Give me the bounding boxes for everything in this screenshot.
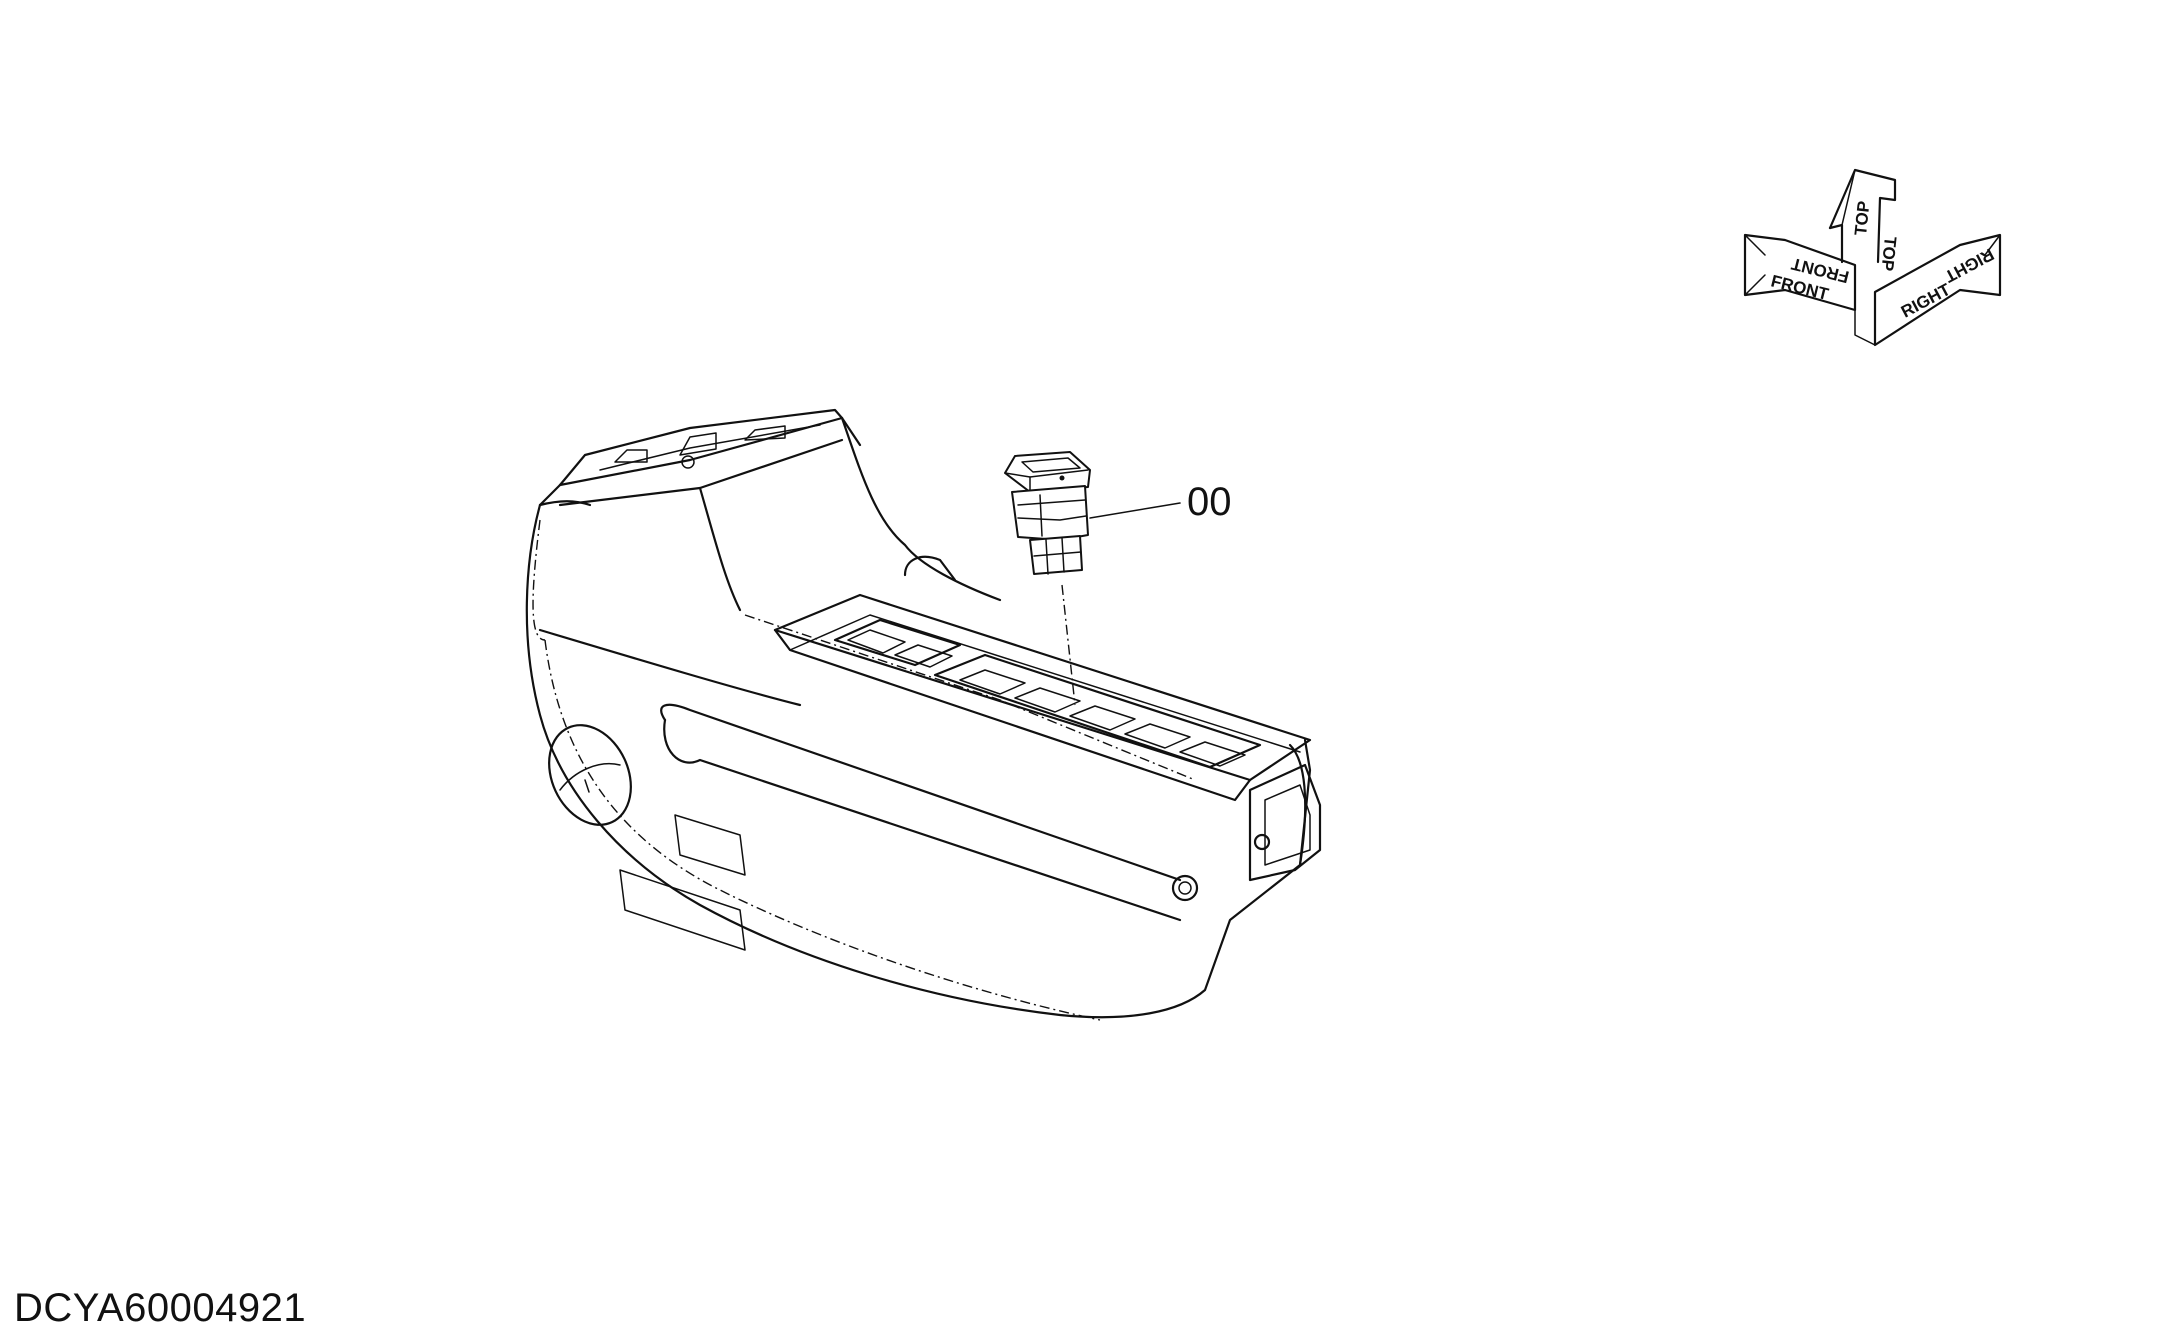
drawing-id-label: DCYA60004921 [14, 1286, 307, 1330]
orientation-label-top-mirrored: TOP [1877, 236, 1900, 272]
insertion-line [1061, 584, 1076, 706]
callout-leader-line [1089, 502, 1181, 519]
rocker-switch [1004, 451, 1091, 575]
callout-label-00: 00 [1187, 480, 1232, 524]
orientation-label-top: TOP [1851, 200, 1874, 236]
switch-panel [773, 555, 1322, 882]
orientation-label-right: RIGHT [1898, 280, 1954, 322]
orientation-indicator: FRONT FRONT TOP TOP RIGHT RIGHT [1743, 168, 2002, 347]
